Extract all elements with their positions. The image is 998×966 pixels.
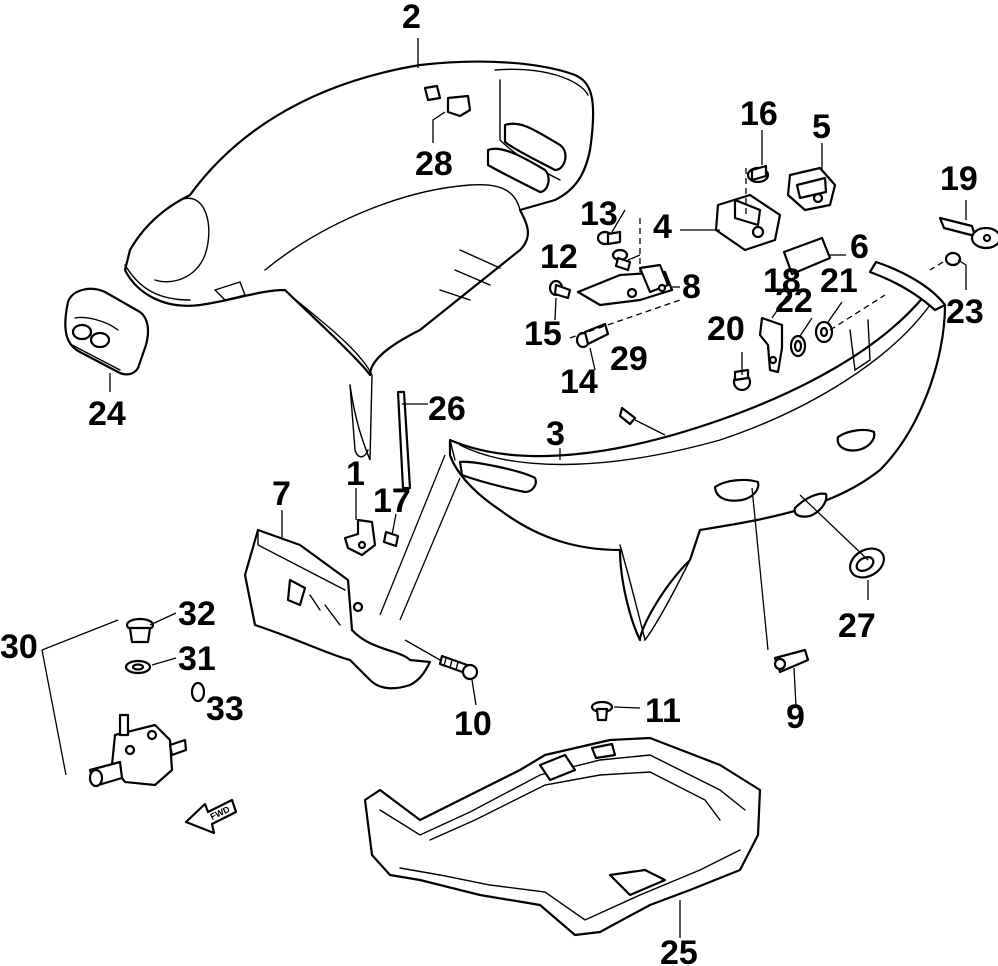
callout-16: 16 — [740, 95, 778, 133]
forward-arrow-icon: FWD — [184, 798, 238, 835]
rod — [396, 390, 412, 490]
callout-13: 13 — [580, 195, 618, 233]
callout-20: 20 — [707, 310, 745, 348]
callout-22: 22 — [775, 282, 813, 320]
callout-23: 23 — [946, 293, 984, 331]
callout-10: 10 — [454, 705, 492, 743]
nut-20 — [732, 368, 752, 392]
bracket-4 — [714, 193, 782, 252]
callout-15: 15 — [524, 315, 562, 353]
bolt-32 — [125, 617, 155, 644]
screw-17 — [382, 530, 400, 548]
top-cowling — [123, 60, 595, 461]
pad-6 — [782, 236, 832, 276]
grommet-27 — [849, 547, 885, 579]
leader-lines — [41, 38, 967, 938]
callout-27: 27 — [838, 607, 876, 645]
screw-15 — [548, 279, 572, 300]
screw-16 — [746, 164, 770, 184]
callout-25: 25 — [660, 934, 698, 966]
callout-31: 31 — [178, 640, 216, 678]
o-ring-33 — [190, 681, 206, 703]
clip-9 — [773, 648, 810, 674]
washer-31 — [124, 659, 152, 675]
callout-11: 11 — [645, 692, 681, 730]
lever-8 — [576, 263, 674, 307]
screw-13 — [596, 230, 622, 246]
valve-assembly — [88, 713, 188, 788]
bottom-cowling — [448, 260, 947, 642]
callout-1: 1 — [346, 455, 365, 493]
callout-28: 28 — [415, 145, 453, 183]
callout-30: 30 — [0, 628, 38, 666]
callout-33: 33 — [206, 690, 244, 728]
callout-18: 18 — [763, 262, 801, 300]
callout-32: 32 — [178, 595, 216, 633]
callout-6: 6 — [850, 228, 869, 266]
screw-12 — [611, 248, 632, 272]
callout-12: 12 — [540, 238, 578, 276]
callout-21: 21 — [820, 262, 858, 300]
bolt-14 — [575, 322, 610, 349]
callout-29: 29 — [610, 340, 648, 378]
callout-9: 9 — [786, 698, 805, 736]
rubber-seal — [363, 736, 762, 937]
bolt-11 — [590, 700, 614, 722]
bracket-1 — [343, 518, 377, 557]
lock-19 — [938, 216, 998, 250]
screw-29 — [618, 406, 637, 426]
latch-18 — [758, 316, 784, 374]
callout-26: 26 — [428, 390, 466, 428]
callout-2: 2 — [402, 0, 421, 36]
grommet-23 — [944, 251, 962, 267]
callout-3: 3 — [546, 415, 565, 453]
callout-19: 19 — [940, 160, 978, 198]
callout-8: 8 — [682, 268, 701, 306]
side-plate — [243, 528, 432, 690]
washer-21 — [814, 320, 834, 344]
callout-7: 7 — [272, 475, 291, 513]
mount-grommet — [64, 287, 150, 376]
callout-5: 5 — [812, 108, 831, 146]
clip-5 — [786, 166, 837, 212]
callout-24: 24 — [88, 395, 126, 433]
bolt-10 — [438, 654, 479, 681]
callout-14: 14 — [560, 363, 598, 401]
callout-17: 17 — [373, 482, 411, 520]
clip-22 — [789, 334, 807, 358]
callout-4: 4 — [653, 208, 672, 246]
